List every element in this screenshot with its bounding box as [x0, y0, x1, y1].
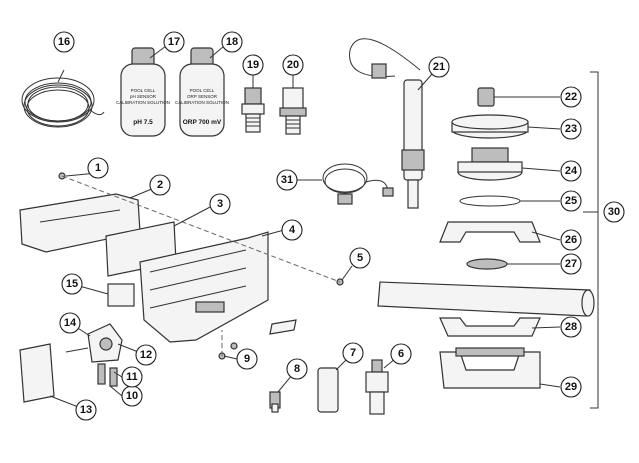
callout-15: 15: [61, 273, 83, 295]
callout-25: 25: [560, 190, 582, 212]
callout-28: 28: [560, 316, 582, 338]
svg-text:31: 31: [281, 174, 293, 186]
callout-14: 14: [59, 312, 81, 334]
bracket-30: [590, 71, 599, 409]
part-plug-22: [477, 87, 495, 107]
part-sleeve-7: [317, 367, 339, 413]
part-fitting-8: [269, 391, 281, 413]
svg-text:23: 23: [565, 123, 577, 135]
svg-text:15: 15: [66, 278, 78, 290]
callout-8: 8: [286, 358, 308, 380]
callout-10: 10: [121, 385, 143, 407]
part-sensor-cable: [322, 163, 394, 205]
svg-text:12: 12: [140, 349, 152, 361]
callout-24: 24: [560, 160, 582, 182]
svg-text:3: 3: [217, 198, 223, 210]
callout-2: 2: [149, 174, 171, 196]
callout-26: 26: [560, 229, 582, 251]
callout-5: 5: [349, 247, 371, 269]
callout-9: 9: [236, 348, 258, 370]
part-clip-15: [107, 283, 135, 307]
callout-6: 6: [390, 343, 412, 365]
part-ph-calibration-bottle: POOL CELL pH SENSOR CALIBRATION SOLUTION…: [116, 47, 170, 137]
svg-text:29: 29: [565, 381, 577, 393]
svg-text:28: 28: [565, 321, 577, 333]
bottle-17-label-sub: CALIBRATION SOLUTION: [116, 100, 170, 105]
svg-text:5: 5: [357, 252, 363, 264]
callout-27: 27: [560, 253, 582, 275]
svg-text:25: 25: [565, 195, 577, 207]
svg-text:18: 18: [226, 36, 238, 48]
dashed-guides: [61, 175, 341, 356]
part-housing-4: [139, 231, 269, 343]
callout-19: 19: [242, 54, 264, 76]
callout-20: 20: [282, 54, 304, 76]
svg-text:1: 1: [95, 162, 101, 174]
callout-31: 31: [276, 169, 298, 191]
part-fitting-19: [241, 87, 265, 133]
part-tubes-10-11: [97, 363, 118, 387]
part-saddle-29: [439, 347, 541, 389]
svg-text:8: 8: [294, 363, 300, 375]
callout-12: 12: [135, 344, 157, 366]
svg-text:4: 4: [289, 224, 296, 236]
part-orp-calibration-bottle: POOL CELL ORP SENSOR CALIBRATION SOLUTIO…: [175, 47, 229, 137]
part-fitting-20: [279, 87, 307, 135]
callout-7: 7: [342, 342, 364, 364]
callout-21: 21: [428, 56, 450, 78]
part-sensor-probe: [349, 38, 425, 209]
callout-13: 13: [75, 399, 97, 421]
bottle-17-label-top: POOL CELL: [131, 88, 156, 93]
bottle-18-label-top: POOL CELL: [190, 88, 215, 93]
part-nut-23: [451, 114, 529, 139]
part-cable-coil: [21, 77, 105, 128]
part-washer-27: [466, 258, 508, 270]
part-saddle-28: [439, 317, 541, 337]
svg-text:11: 11: [126, 371, 138, 383]
svg-text:9: 9: [244, 353, 250, 365]
svg-text:13: 13: [80, 404, 92, 416]
bottle-18-value: ORP 700 mV: [183, 119, 222, 126]
svg-text:20: 20: [287, 59, 299, 71]
callout-3: 3: [209, 193, 231, 215]
svg-text:17: 17: [168, 36, 180, 48]
part-bracket-small: [269, 319, 297, 335]
svg-text:19: 19: [247, 59, 259, 71]
part-cap-24: [457, 147, 523, 181]
callout-29: 29: [560, 376, 582, 398]
callout-16: 16: [53, 31, 75, 53]
svg-text:26: 26: [565, 234, 577, 246]
part-valve-6: [365, 359, 389, 415]
callout-4: 4: [281, 219, 303, 241]
svg-text:6: 6: [398, 348, 404, 360]
callout-1: 1: [87, 157, 109, 179]
part-cover-13: [19, 343, 55, 403]
svg-text:14: 14: [64, 317, 77, 329]
svg-text:2: 2: [157, 179, 163, 191]
svg-text:30: 30: [608, 206, 620, 218]
bottle-17-label-mid: pH SENSOR: [130, 94, 157, 99]
part-pipe: [377, 281, 595, 317]
callout-30: 30: [603, 201, 625, 223]
svg-text:22: 22: [565, 91, 577, 103]
part-pump-head-14: [65, 323, 123, 363]
svg-text:10: 10: [126, 390, 138, 402]
part-clamp-top-26: [439, 221, 541, 243]
callout-23: 23: [560, 118, 582, 140]
svg-text:27: 27: [565, 258, 577, 270]
bottle-18-label-sub: CALIBRATION SOLUTION: [175, 100, 229, 105]
svg-text:7: 7: [350, 347, 356, 359]
bottle-18-label-mid: ORP SENSOR: [187, 94, 218, 99]
bottle-17-value: pH 7.5: [133, 119, 153, 126]
svg-text:16: 16: [58, 36, 70, 48]
callout-22: 22: [560, 86, 582, 108]
callout-11: 11: [121, 366, 143, 388]
svg-text:24: 24: [565, 165, 578, 177]
callout-18: 18: [221, 31, 243, 53]
part-oring-25: [459, 195, 521, 207]
callout-17: 17: [163, 31, 185, 53]
svg-text:21: 21: [433, 61, 445, 73]
